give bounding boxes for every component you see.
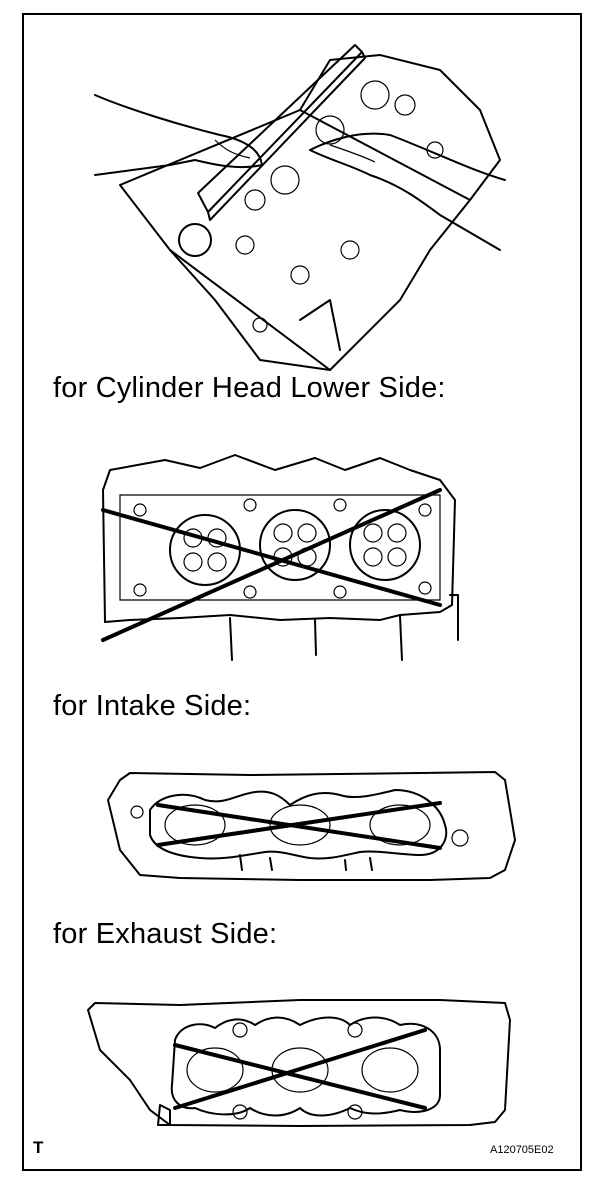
measurement-cross-line bbox=[173, 1028, 427, 1110]
measurement-cross-line bbox=[156, 803, 442, 850]
caption-exhaust-side: for Exhaust Side: bbox=[53, 918, 278, 950]
measurement-cross-line bbox=[101, 488, 442, 642]
figure-reference: A120705E02 bbox=[490, 1144, 554, 1156]
caption-lower-side: for Cylinder Head Lower Side: bbox=[53, 372, 446, 404]
measurement-cross-line bbox=[173, 1043, 427, 1110]
measurement-cross-line bbox=[156, 801, 442, 847]
cylinder-head-lower-side-illustration bbox=[101, 454, 459, 661]
exhaust-side-illustration bbox=[87, 999, 511, 1127]
hands-with-straightedge-illustration bbox=[94, 44, 506, 371]
caption-intake-side: for Intake Side: bbox=[53, 690, 252, 722]
corner-mark: T bbox=[33, 1138, 44, 1157]
intake-side-illustration bbox=[107, 771, 516, 881]
measurement-cross-line bbox=[101, 508, 442, 607]
figure-frame bbox=[22, 13, 582, 1171]
